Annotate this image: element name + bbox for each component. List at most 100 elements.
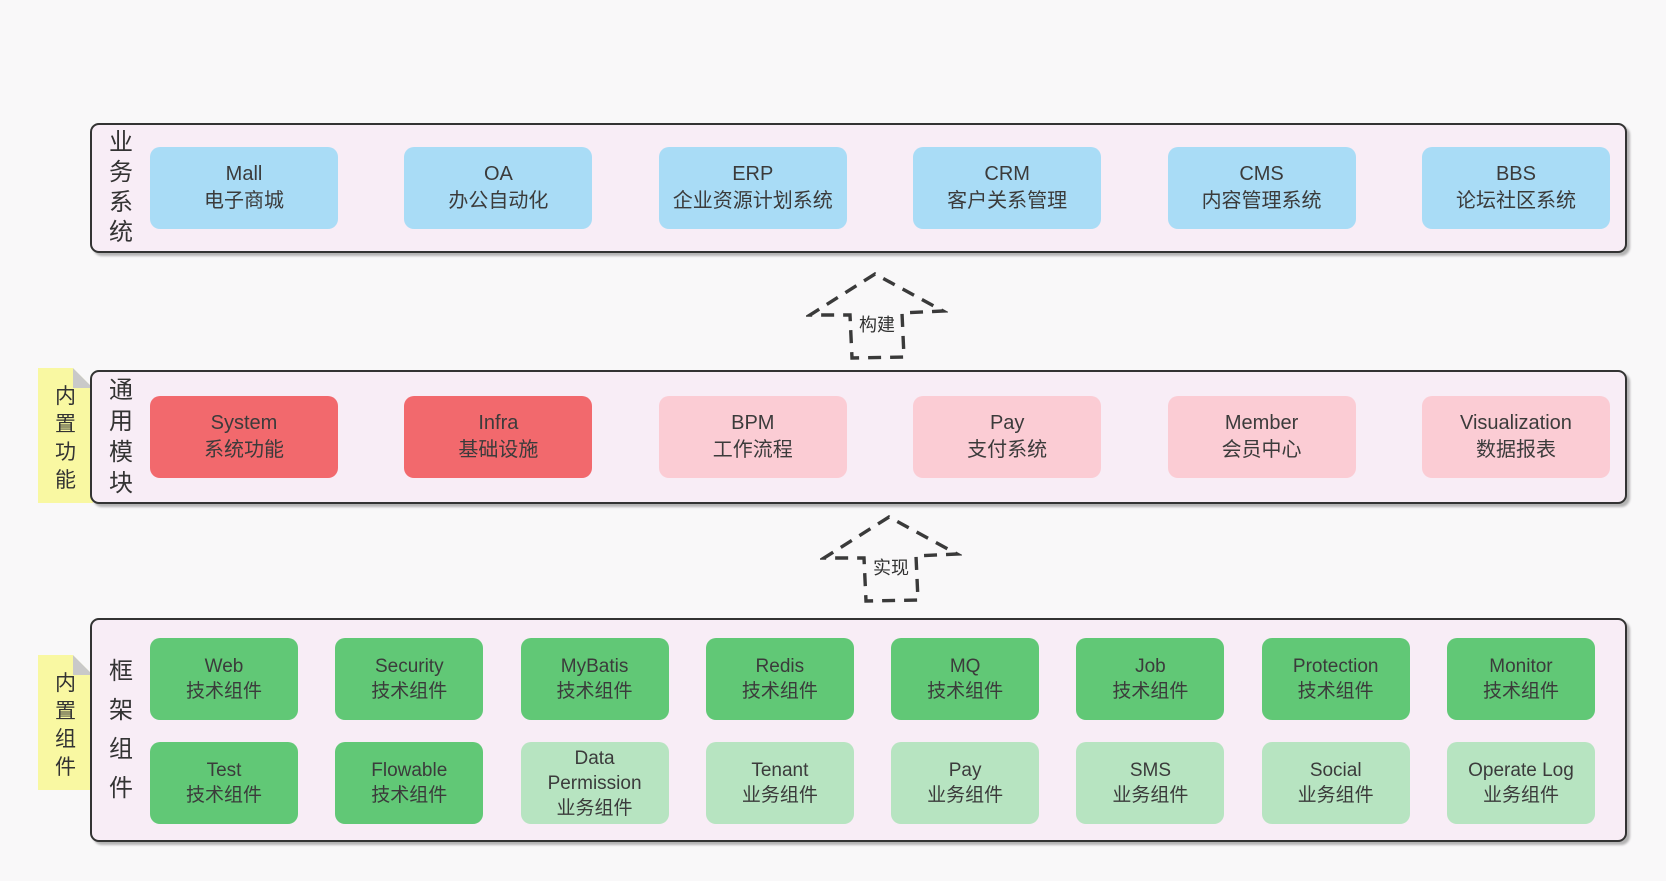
box-name: Security — [374, 656, 444, 677]
box-social: Social 业务组件 — [1261, 742, 1410, 824]
sticky-note-text: 内置功能 — [55, 384, 76, 492]
arrow-label: 构建 — [859, 315, 895, 335]
box-desc: 办公自动化 — [448, 190, 549, 212]
sticky-note-builtin-features: 内置功能 — [38, 368, 93, 503]
box-desc: 工作流程 — [712, 439, 793, 461]
box-name: Redis — [755, 656, 805, 677]
box-name: Social — [1309, 760, 1362, 781]
box-job: Job 技术组件 — [1076, 638, 1225, 720]
box-desc: 内容管理系统 — [1201, 190, 1322, 212]
box-name: Protection — [1292, 656, 1379, 677]
box-desc: 技术组件 — [1297, 681, 1374, 702]
box-mq: MQ 技术组件 — [891, 638, 1040, 720]
box-name: Tenant — [751, 760, 809, 781]
box-name: Monitor — [1489, 656, 1553, 677]
box-name: Infra — [478, 412, 519, 434]
box-desc: 技术组件 — [741, 681, 818, 702]
box-name: MyBatis — [560, 656, 629, 677]
box-desc: 系统功能 — [204, 439, 284, 461]
box-crm: CRM 客户关系管理 — [913, 147, 1102, 229]
box-desc: 业务组件 — [741, 785, 818, 806]
box-name: BPM — [731, 412, 775, 434]
box-name: System — [210, 412, 278, 434]
layer-label-business: 业务系统 — [109, 129, 133, 246]
box-desc: 业务组件 — [1482, 785, 1559, 806]
box-protection: Protection 技术组件 — [1261, 638, 1410, 720]
box-desc: 论坛社区系统 — [1455, 190, 1576, 212]
sticky-note-builtin-components: 内置组件 — [38, 655, 93, 790]
layer-label-components: 框架组件 — [109, 658, 133, 802]
box-flowable: Flowable 技术组件 — [335, 742, 484, 824]
box-name: Mall — [225, 163, 263, 185]
box-sms: SMS 业务组件 — [1076, 742, 1225, 824]
box-desc: 技术组件 — [185, 681, 262, 702]
box-desc: 技术组件 — [1112, 681, 1189, 702]
box-operate-log: Operate Log 业务组件 — [1446, 742, 1595, 824]
box-desc: 技术组件 — [556, 681, 633, 702]
box-name: Pay — [948, 760, 982, 781]
box-mybatis: MyBatis 技术组件 — [520, 638, 669, 720]
box-name: Operate Log — [1468, 760, 1574, 781]
component-box-row-2: Test 技术组件 Flowable 技术组件 Data Permission 业务组件 T… — [150, 742, 1610, 824]
box-redis: Redis 技术组件 — [705, 638, 854, 720]
layer-label-modules: 通用模块 — [109, 377, 133, 497]
box-name: Test — [206, 760, 242, 781]
box-cms: CMS 内容管理系统 — [1167, 147, 1356, 229]
box-desc: 支付系统 — [967, 439, 1048, 461]
box-visualization: Visualization 数据报表 — [1421, 396, 1610, 478]
box-monitor: Monitor 技术组件 — [1446, 638, 1595, 720]
box-desc: 技术组件 — [1482, 681, 1559, 702]
arrow-label: 实现 — [873, 558, 909, 578]
box-desc: 数据报表 — [1475, 439, 1556, 461]
box-member: Member 会员中心 — [1167, 396, 1356, 478]
box-test: Test 技术组件 — [150, 742, 298, 824]
box-erp: ERP 企业资源计划系统 — [658, 147, 847, 229]
box-name: Job — [1135, 656, 1166, 677]
box-desc: 企业资源计划系统 — [672, 190, 833, 212]
dashed-up-arrow-icon — [806, 272, 948, 360]
arrow-build-up: 构建 — [806, 271, 948, 361]
box-desc: 电子商城 — [204, 190, 284, 212]
sticky-note-text: 内置组件 — [55, 671, 76, 779]
box-desc: 技术组件 — [927, 681, 1004, 702]
box-desc: 会员中心 — [1221, 439, 1302, 461]
box-mall: Mall 电子商城 — [150, 147, 338, 229]
box-name: SMS — [1129, 760, 1171, 781]
box-name: MQ — [949, 656, 981, 677]
box-name: Visualization — [1459, 412, 1572, 434]
box-web: Web 技术组件 — [150, 638, 298, 720]
box-name: Flowable — [371, 760, 448, 781]
box-name: Member — [1224, 412, 1299, 434]
box-system: System 系统功能 — [150, 396, 338, 478]
box-name: CMS — [1239, 163, 1284, 185]
arrow-implement-up: 实现 — [820, 514, 962, 604]
box-desc: 业务组件 — [556, 797, 633, 819]
box-desc: 技术组件 — [185, 785, 262, 806]
box-desc: 业务组件 — [1297, 785, 1374, 806]
box-pay: Pay 支付系统 — [913, 396, 1102, 478]
box-name: BBS — [1495, 163, 1536, 185]
box-data-permission: Data Permission 业务组件 — [520, 742, 669, 824]
box-name: Data Permission — [547, 747, 642, 794]
box-name: ERP — [732, 163, 774, 185]
box-desc: 业务组件 — [1112, 785, 1189, 806]
box-bbs: BBS 论坛社区系统 — [1421, 147, 1610, 229]
box-name: Pay — [989, 412, 1025, 434]
box-pay: Pay 业务组件 — [891, 742, 1040, 824]
box-desc: 客户关系管理 — [947, 190, 1068, 212]
box-name: CRM — [984, 163, 1030, 185]
box-desc: 业务组件 — [927, 785, 1004, 806]
box-bpm: BPM 工作流程 — [658, 396, 847, 478]
dashed-up-arrow-icon — [820, 515, 962, 603]
box-desc: 技术组件 — [371, 785, 448, 806]
box-name: Web — [204, 656, 244, 677]
